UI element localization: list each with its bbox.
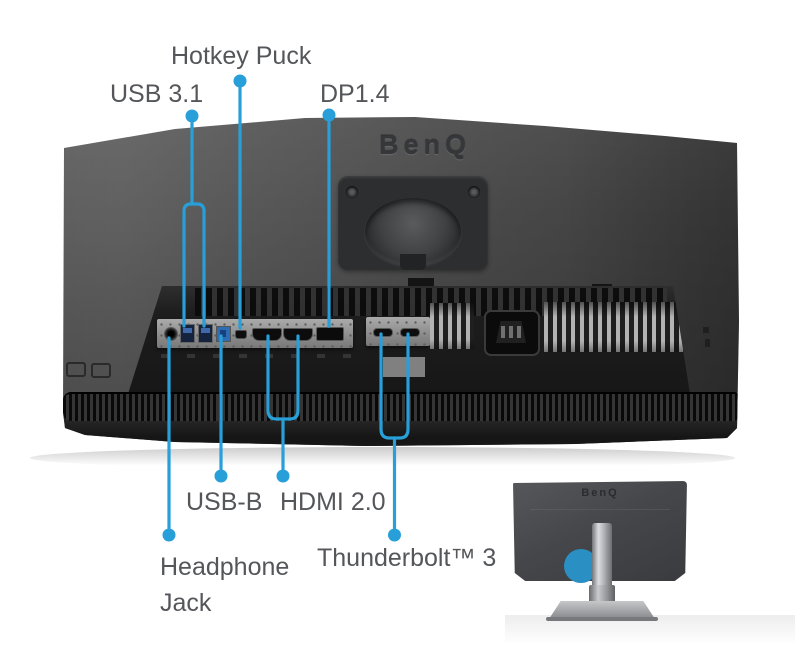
vent-grid [430, 303, 474, 349]
stand-column [592, 523, 612, 604]
stand-base-edge [546, 617, 658, 621]
power-socket-opening [496, 321, 526, 343]
callout-dot-hotkey-puck [233, 74, 247, 88]
panel-seam [530, 509, 670, 510]
port-label-markings [161, 354, 351, 358]
screw-icon [346, 186, 358, 198]
label-dp1-4: DP1.4 [320, 80, 390, 108]
stand-release-tab [400, 254, 426, 270]
power-pin [501, 326, 505, 338]
ac-power-inlet [484, 310, 540, 356]
kensington-lock-icon [703, 327, 709, 333]
speaker-grille [63, 392, 738, 421]
panel-marking [66, 362, 86, 377]
callout-dot-usb31 [185, 109, 199, 123]
kensington-lock-icon [705, 339, 710, 347]
panel-marking [91, 363, 111, 378]
benq-logo: BenQ [581, 487, 619, 499]
callout-bracket-usb31 [182, 202, 206, 328]
callout-bracket-thunderbolt [379, 332, 410, 440]
screw-icon [468, 186, 480, 198]
callout-dot-usb-b [214, 469, 228, 483]
stand-base [549, 601, 655, 619]
callout-bracket-hdmi [266, 334, 300, 421]
vent-grid [544, 302, 684, 352]
label-sticker [383, 357, 425, 377]
label-usb-b: USB-B [186, 488, 263, 516]
label-hotkey-puck: Hotkey Puck [171, 42, 312, 70]
label-headphone-jack: Headphone Jack [160, 553, 290, 617]
callout-dot-dp14 [322, 108, 336, 122]
usb-a-port [180, 324, 195, 343]
vesa-mount-plate [338, 176, 488, 270]
callout-dot-hdmi [276, 469, 290, 483]
monitor-back-photo: BenQ [63, 117, 739, 446]
callout-dot-thunderbolt [388, 528, 401, 542]
benq-logo: BenQ [378, 130, 471, 160]
hotkey-puck-port [235, 330, 247, 339]
power-pin [509, 326, 513, 338]
displayport-port [316, 327, 344, 341]
stand-collar [589, 585, 615, 604]
thunderbolt-3-port [373, 328, 393, 337]
label-thunderbolt-3: Thunderbolt™ 3 [317, 544, 497, 572]
callout-dot-headphone [162, 528, 176, 542]
thunderbolt-3-port [400, 328, 420, 337]
monitor-shadow [30, 447, 735, 469]
power-pin [517, 326, 521, 338]
label-usb-3-1: USB 3.1 [110, 80, 204, 108]
label-hdmi-2-0: HDMI 2.0 [280, 488, 386, 516]
thunderbolt-strip [366, 317, 430, 346]
